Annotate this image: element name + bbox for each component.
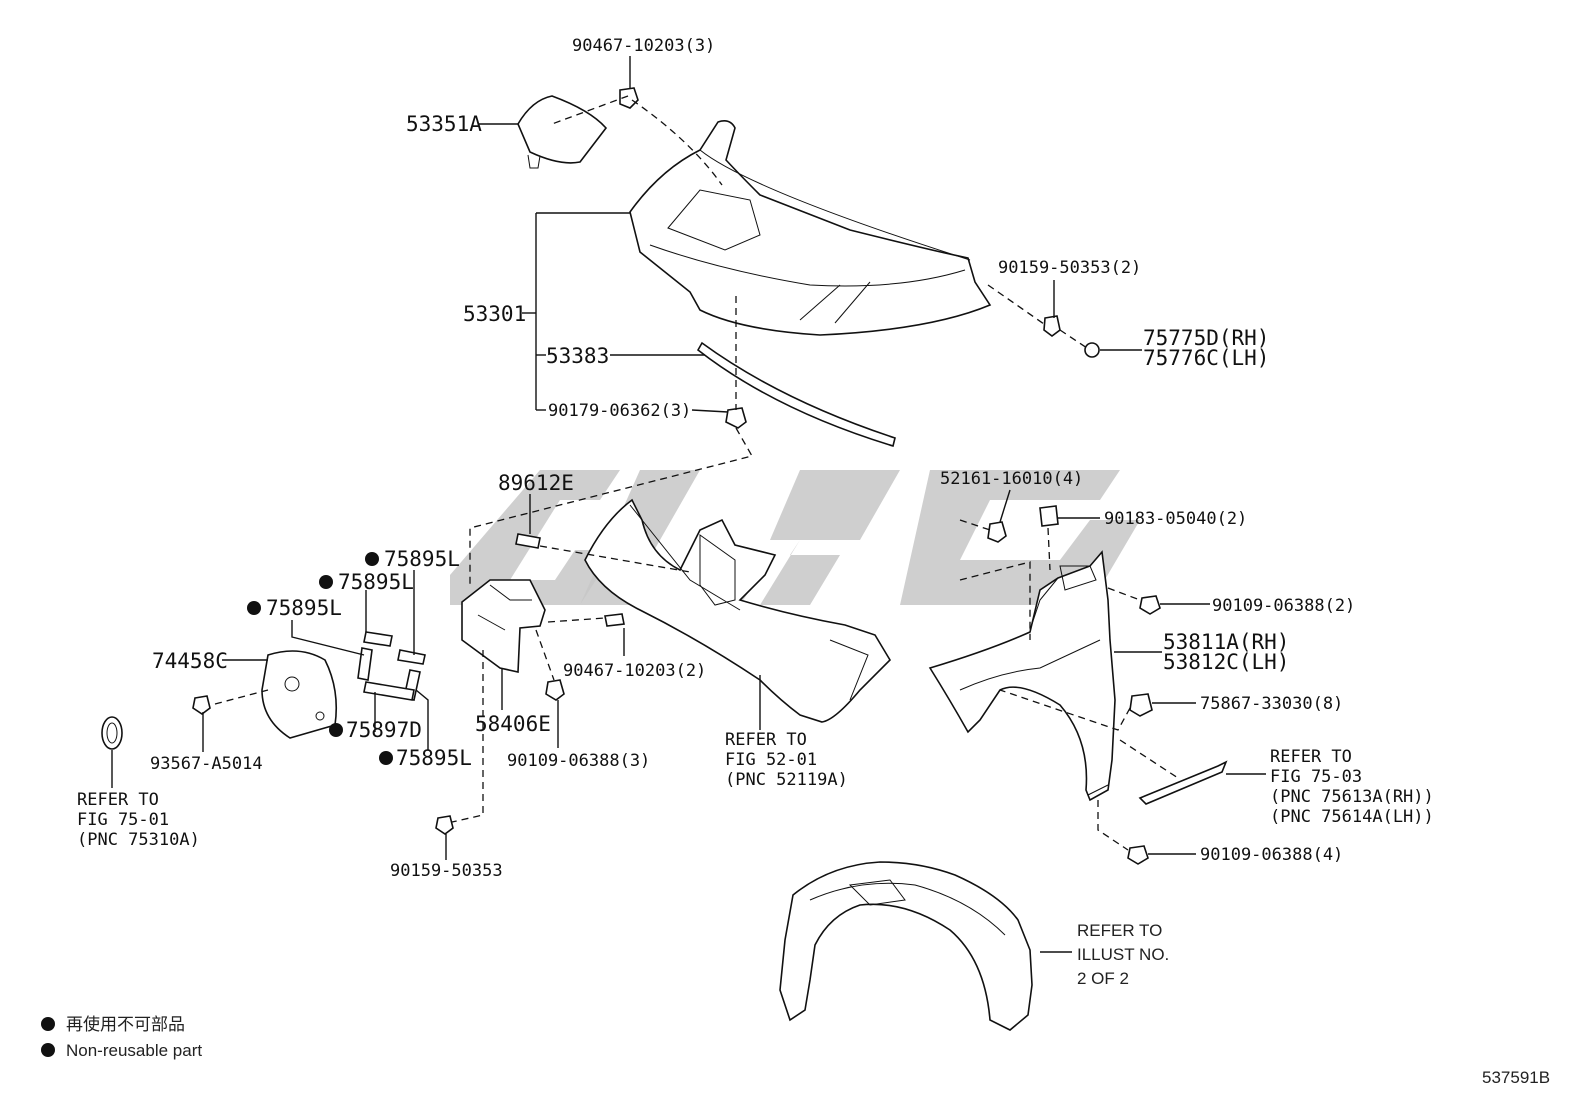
refer-fig7503-line3: (PNC 75613A(RH)) xyxy=(1270,787,1434,807)
non-reusable-marker xyxy=(379,751,393,765)
label-75897D: 75897D xyxy=(346,718,422,742)
assembly-lines xyxy=(214,95,1179,851)
seal-strip-part xyxy=(696,341,896,448)
refer-fig7503-line4: (PNC 75614A(LH)) xyxy=(1270,807,1434,827)
cover-74458C-part xyxy=(261,650,338,739)
leader-lines xyxy=(111,56,1266,953)
legend-english: Non-reusable part xyxy=(66,1041,202,1060)
label-53383: 53383 xyxy=(546,344,609,368)
refer-fig5201-line2: FIG 52-01 xyxy=(725,750,817,770)
label-75895L-1: 75895L xyxy=(384,547,460,571)
label-53351A: 53351A xyxy=(406,112,482,136)
legend-bullet xyxy=(41,1043,55,1057)
label-90467-top: 90467-10203(3) xyxy=(572,36,715,56)
label-75776C: 75776C(LH) xyxy=(1143,346,1269,370)
refer-fig7501-line1: REFER TO xyxy=(77,790,159,810)
label-52161: 52161-16010(4) xyxy=(940,469,1083,489)
non-reusable-marker xyxy=(365,552,379,566)
label-75895L-2: 75895L xyxy=(338,570,414,594)
refer-fig7501-line3: (PNC 75310A) xyxy=(77,830,200,850)
label-90159-right: 90159-50353(2) xyxy=(998,258,1141,278)
image-id: 537591B xyxy=(1482,1068,1550,1087)
label-53812C: 53812C(LH) xyxy=(1163,650,1289,674)
label-90467-mid: 90467-10203(2) xyxy=(563,661,706,681)
legend: 再使用不可部品 Non-reusable part xyxy=(41,1014,202,1060)
label-75895L-4: 75895L xyxy=(396,746,472,770)
refer-fig7503-line1: REFER TO xyxy=(1270,747,1352,767)
fasteners xyxy=(192,87,1161,865)
label-74458C: 74458C xyxy=(152,649,228,673)
refer-fig7501-line2: FIG 75-01 xyxy=(77,810,169,830)
cowl-top-cover-part xyxy=(629,120,992,336)
label-75895L-3: 75895L xyxy=(266,596,342,620)
legend-bullet xyxy=(41,1017,55,1031)
label-53811A: 53811A(RH) xyxy=(1163,630,1289,654)
refer-fig7503-line2: FIG 75-03 xyxy=(1270,767,1362,787)
cover-53351A-part xyxy=(517,95,608,169)
label-89612E: 89612E xyxy=(498,471,574,495)
refer-illust-line1: REFER TO xyxy=(1077,921,1162,940)
refer-illust-line2: ILLUST NO. xyxy=(1077,945,1169,964)
fender-part xyxy=(928,550,1116,802)
part-labels: 90467-10203(3) 53351A 53301 53383 90179-… xyxy=(150,36,1355,881)
label-53301: 53301 xyxy=(463,302,526,326)
label-58406E: 58406E xyxy=(475,712,551,736)
front-panel-part xyxy=(584,498,892,723)
label-75867: 75867-33030(8) xyxy=(1200,694,1343,714)
headlamp-bracket-part xyxy=(461,579,546,673)
non-reusable-marker xyxy=(329,723,343,737)
fender-molding-part xyxy=(1138,760,1228,805)
non-reusable-marker xyxy=(247,601,261,615)
refer-fig5201-line1: REFER TO xyxy=(725,730,807,750)
label-90183: 90183-05040(2) xyxy=(1104,509,1247,529)
refer-notes: REFER TO FIG 75-01 (PNC 75310A) REFER TO… xyxy=(77,730,1434,988)
label-90109-4: 90109-06388(4) xyxy=(1200,845,1343,865)
label-90109-3: 90109-06388(3) xyxy=(507,751,650,771)
tape-strips-part xyxy=(357,631,426,701)
refer-fig5201-line3: (PNC 52119A) xyxy=(725,770,848,790)
label-90109-2: 90109-06388(2) xyxy=(1212,596,1355,616)
legend-japanese: 再使用不可部品 xyxy=(66,1014,185,1034)
label-90159-bottom: 90159-50353 xyxy=(390,861,503,881)
non-reusable-marker xyxy=(319,575,333,589)
label-93567: 93567-A5014 xyxy=(150,754,263,774)
refer-illust-line3: 2 OF 2 xyxy=(1077,969,1129,988)
wheel-liner-part xyxy=(779,861,1033,1031)
emblem-part xyxy=(101,716,123,750)
label-75775D: 75775D(RH) xyxy=(1143,326,1269,350)
label-90179: 90179-06362(3) xyxy=(548,401,691,421)
